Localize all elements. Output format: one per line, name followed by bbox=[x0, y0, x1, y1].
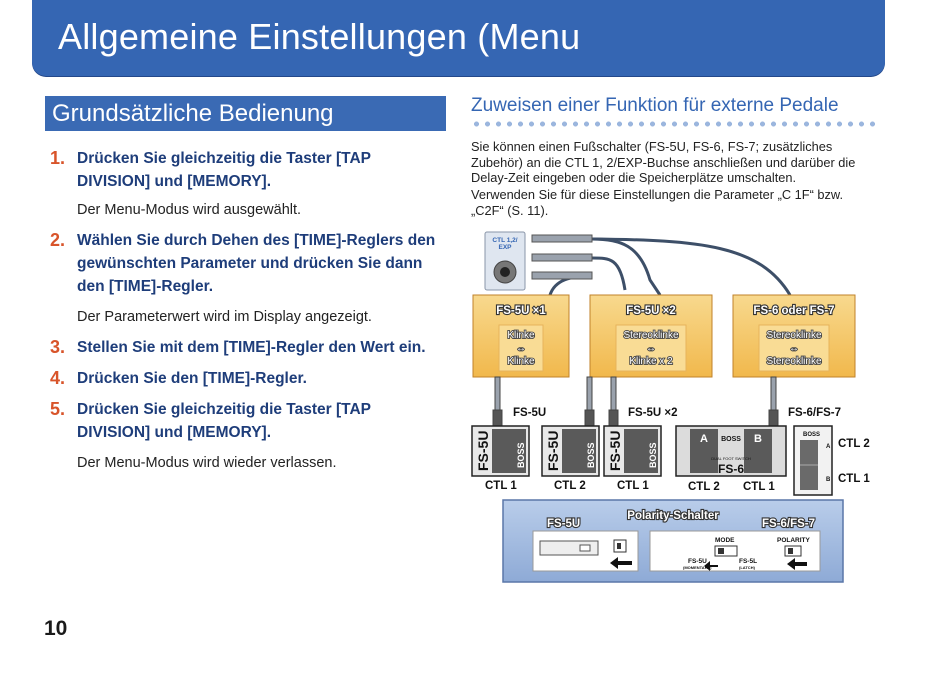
pedal-model: FS-5U bbox=[607, 431, 623, 471]
brand-logo: BOSS bbox=[516, 442, 526, 468]
fs6-subtitle: DUAL FOOT SWITCH bbox=[711, 456, 751, 461]
fs7-ctl1-label: CTL 1 bbox=[838, 473, 870, 485]
dotted-divider bbox=[471, 120, 876, 128]
step-3: 3. Stellen Sie mit dem [TIME]-Regler den… bbox=[50, 336, 450, 359]
step-result: Der Parameterwert wird im Display angeze… bbox=[77, 309, 372, 325]
fs6-b-label: B bbox=[754, 433, 762, 445]
step-text: Drücken Sie gleichzeitig die Taster [TAP… bbox=[77, 150, 371, 190]
device-label-fs6-fs7: FS-6/FS-7 bbox=[788, 407, 841, 419]
fs5u-pedal-1: FS-5U BOSS bbox=[471, 425, 530, 477]
device-label-fs5u-x2: FS-5U ×2 bbox=[628, 407, 678, 419]
step-result: Der Menu-Modus wird ausgewählt. bbox=[77, 202, 302, 218]
fs6-a-label: A bbox=[700, 433, 708, 445]
pedal-model: FS-5U bbox=[545, 431, 561, 471]
fs7-ctl2-label: CTL 2 bbox=[838, 438, 870, 450]
box-title: FS-5U ×2 bbox=[626, 305, 676, 317]
brand-logo: BOSS bbox=[803, 432, 820, 438]
box-arrow: ↔ bbox=[516, 343, 526, 354]
box-line: Stereoklinke bbox=[623, 330, 678, 341]
step-5: 5. Drücken Sie gleichzeitig die Taster [… bbox=[50, 398, 450, 473]
polarity-switch-panel: Polarity-Schalter FS-5U FS-6/FS-7 MODE P… bbox=[502, 499, 844, 583]
ctl-label: CTL 1 bbox=[617, 480, 649, 492]
step-4: 4. Drücken Sie den [TIME]-Regler. bbox=[50, 367, 450, 390]
ctl-label: CTL 1 bbox=[743, 481, 775, 493]
step-result: Der Menu-Modus wird wieder verlassen. bbox=[77, 455, 337, 471]
step-text: Stellen Sie mit dem [TIME]-Regler den We… bbox=[77, 339, 426, 356]
step-text: Wählen Sie durch Dehen des [TIME]-Regler… bbox=[77, 232, 436, 295]
polarity-label: POLARITY bbox=[777, 537, 811, 544]
intro-paragraph: Sie können einen Fußschalter (FS-5U, FS-… bbox=[471, 139, 856, 185]
ctl-label: CTL 2 bbox=[688, 481, 720, 493]
page-title: Allgemeine Einstellungen (Menu bbox=[58, 16, 581, 57]
fs5u-mode-sub: (MOMENTARY) bbox=[683, 565, 712, 570]
box-title: FS-5U ×1 bbox=[496, 305, 546, 317]
box-line: Klinke bbox=[507, 330, 535, 341]
jack-label-2: EXP bbox=[498, 244, 512, 251]
section-header-basic-operation: Grundsätzliche Bedienung bbox=[45, 96, 446, 131]
fs5l-mode-sub: (LATCH) bbox=[739, 565, 756, 570]
section-title: Grundsätzliche Bedienung bbox=[52, 100, 334, 127]
box-line: Stereoklinke bbox=[766, 330, 821, 341]
subsection-title: Zuweisen einer Funktion für externe Peda… bbox=[471, 95, 839, 116]
mode-label: MODE bbox=[715, 537, 735, 544]
parameter-paragraph: Verwenden Sie für diese Einstellungen di… bbox=[471, 187, 844, 218]
pedal-model: FS-5U bbox=[475, 431, 491, 471]
step-text: Drücken Sie gleichzeitig die Taster [TAP… bbox=[77, 401, 371, 441]
step-number: 3. bbox=[50, 337, 66, 357]
step-number: 4. bbox=[50, 368, 66, 388]
ctl-label: CTL 1 bbox=[485, 480, 517, 492]
fs7-b-label: B bbox=[826, 477, 831, 483]
step-number: 5. bbox=[50, 399, 66, 419]
box-arrow: ↔ bbox=[789, 343, 799, 354]
step-text: Drücken Sie den [TIME]-Regler. bbox=[77, 370, 307, 387]
fs6-pedal: A B BOSS DUAL FOOT SWITCH FS-6 bbox=[675, 425, 787, 477]
brand-logo: BOSS bbox=[721, 436, 741, 443]
polarity-fs6-fs7-label: FS-6/FS-7 bbox=[762, 518, 815, 530]
step-2: 2. Wählen Sie durch Dehen des [TIME]-Reg… bbox=[50, 229, 450, 327]
box-line: Klinke x 2 bbox=[629, 356, 673, 367]
fs5u-mode-label: FS-5U bbox=[688, 558, 707, 565]
box-line: Stereoklinke bbox=[766, 356, 821, 367]
header-banner: Allgemeine Einstellungen (Menu bbox=[32, 0, 885, 76]
cable-box-fs5u-x1: FS-5U ×1 Klinke ↔ Klinke bbox=[472, 294, 570, 378]
cable-box-fs5u-x2: FS-5U ×2 Stereoklinke ↔ Klinke x 2 bbox=[589, 294, 713, 378]
fs6-model: FS-6 bbox=[718, 462, 744, 476]
box-title: FS-6 oder FS-7 bbox=[753, 305, 834, 317]
polarity-fs5u-label: FS-5U bbox=[547, 518, 580, 530]
ctl-label: CTL 2 bbox=[554, 480, 586, 492]
fs7-pedal: BOSS A B bbox=[793, 425, 833, 496]
fs7-a-label: A bbox=[826, 444, 831, 450]
lower-plugs bbox=[492, 376, 779, 427]
device-label-fs5u: FS-5U bbox=[513, 407, 546, 419]
fs5u-pedal-3: FS-5U BOSS bbox=[603, 425, 662, 477]
step-number: 1. bbox=[50, 148, 66, 168]
fs5u-pedal-2: FS-5U BOSS bbox=[541, 425, 600, 477]
cables bbox=[531, 234, 792, 296]
box-arrow: ↔ bbox=[646, 343, 656, 354]
brand-logo: BOSS bbox=[648, 442, 658, 468]
jack-label: CTL 1,2/ bbox=[492, 237, 517, 244]
page-number: 10 bbox=[44, 617, 68, 640]
steps-list: 1. Drücken Sie gleichzeitig die Taster [… bbox=[50, 147, 450, 473]
fs5l-mode-label: FS-5L bbox=[739, 558, 757, 565]
step-1: 1. Drücken Sie gleichzeitig die Taster [… bbox=[50, 147, 450, 220]
polarity-title: Polarity-Schalter bbox=[627, 510, 719, 522]
ctl-exp-jack: CTL 1,2/ EXP bbox=[484, 231, 526, 291]
cable-box-fs6-fs7: FS-6 oder FS-7 Stereoklinke ↔ Stereoklin… bbox=[732, 294, 856, 378]
brand-logo: BOSS bbox=[586, 442, 596, 468]
step-number: 2. bbox=[50, 230, 66, 250]
box-line: Klinke bbox=[507, 356, 535, 367]
